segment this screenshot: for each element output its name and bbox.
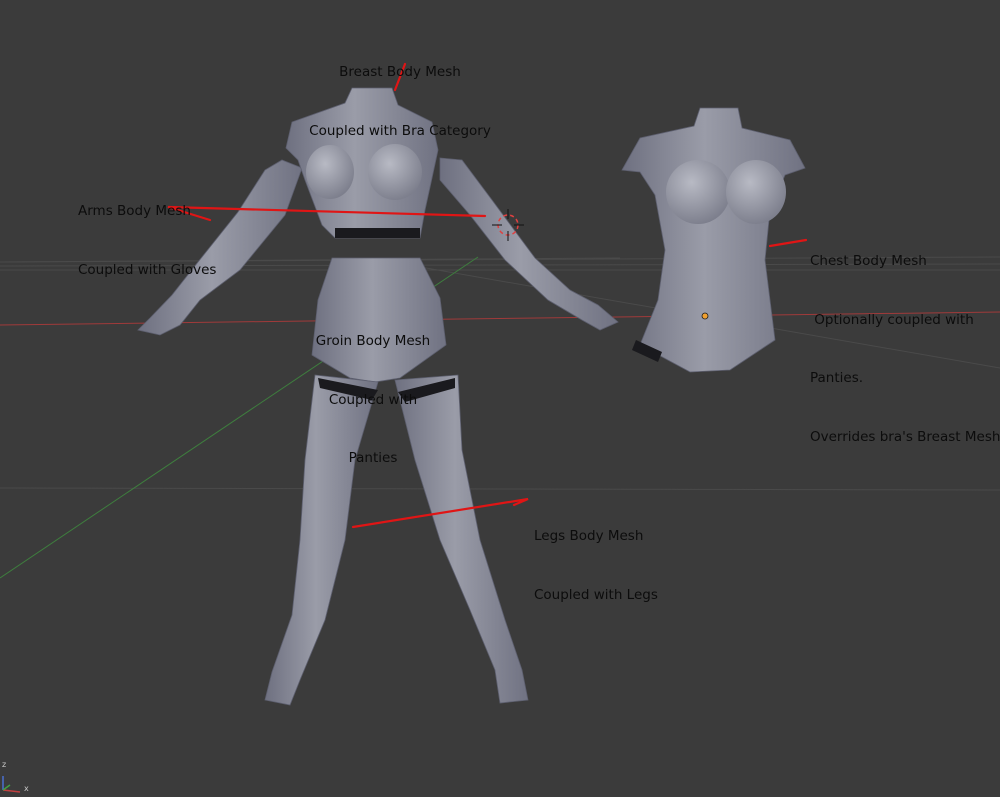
legs-mesh-right bbox=[394, 374, 529, 704]
breast-mesh-label: Breast Body Mesh Coupled with Bra Catego… bbox=[300, 24, 500, 180]
chest-mesh-figure[interactable] bbox=[621, 107, 806, 373]
chest-pointer bbox=[768, 238, 808, 248]
annotation-lines bbox=[167, 62, 808, 529]
legs-mesh-left bbox=[264, 374, 379, 706]
groin-mesh bbox=[311, 257, 447, 383]
3d-cursor-icon[interactable] bbox=[492, 209, 524, 241]
arms-mesh-label: Arms Body Mesh Coupled with Gloves bbox=[78, 163, 216, 319]
arms-mesh-right bbox=[439, 157, 619, 331]
arms-mesh-title: Arms Body Mesh bbox=[78, 203, 191, 219]
body-mesh-figure[interactable] bbox=[137, 87, 619, 706]
gizmo-x-label: x bbox=[24, 784, 29, 793]
chest-mesh-title: Chest Body Mesh bbox=[810, 253, 927, 269]
chest-mesh-note-3: Overrides bra's Breast Mesh bbox=[810, 428, 1000, 445]
axis-gizmo-icon: z x bbox=[0, 760, 40, 797]
arms-mesh-left bbox=[137, 159, 303, 336]
legs-pointer bbox=[351, 497, 529, 529]
arms-pointer bbox=[167, 205, 487, 222]
chest-mesh-note: Optionally coupled with bbox=[810, 311, 974, 328]
legs-mesh-label: Legs Body Mesh Coupled with Legs bbox=[534, 488, 658, 644]
chest-mesh bbox=[621, 107, 806, 373]
breast-pointer bbox=[393, 62, 407, 92]
breast-mesh-note: Coupled with Bra Category bbox=[309, 122, 491, 139]
object-origin-icon bbox=[701, 312, 709, 320]
arms-mesh-note: Coupled with Gloves bbox=[78, 261, 217, 278]
breast-mesh-title: Breast Body Mesh bbox=[339, 64, 461, 80]
groin-mesh-note-2: Panties bbox=[348, 450, 398, 466]
chest-mesh-note-2: Panties. bbox=[810, 370, 864, 386]
chest-mesh-label: Chest Body Mesh Optionally coupled with … bbox=[810, 213, 1000, 486]
groin-mesh-note: Coupled with bbox=[328, 391, 418, 408]
groin-mesh-label: Groin Body Mesh Coupled with Panties bbox=[312, 293, 434, 508]
legs-mesh-note: Coupled with Legs bbox=[534, 586, 658, 603]
gizmo-z-label: z bbox=[2, 760, 7, 769]
groin-mesh-title: Groin Body Mesh bbox=[315, 333, 431, 349]
legs-mesh-title: Legs Body Mesh bbox=[534, 528, 644, 544]
